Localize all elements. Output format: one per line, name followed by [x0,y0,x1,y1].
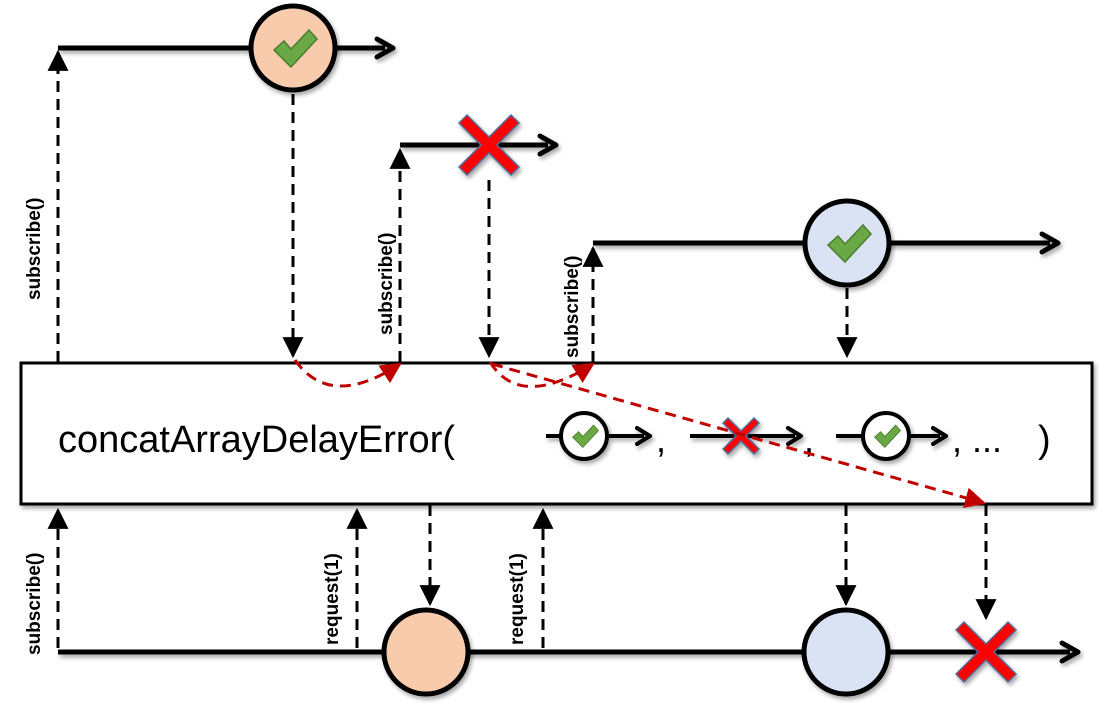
separator-1: , [656,419,666,460]
operator-box: concatArrayDelayError( , , , ... ) [19,361,1094,506]
inline-source-value-1 [546,411,652,461]
source-3-timeline [593,198,1061,288]
source-3-subscribe-label: subscribe() [562,256,583,358]
source-1-subscribe-label: subscribe() [24,198,45,300]
source-2-timeline [400,114,559,176]
source-1-value-marble [248,3,338,93]
source-1-timeline [58,3,396,93]
request-label-1: request(1) [322,553,343,645]
request-label-2: request(1) [507,553,528,645]
output-value-marble-2 [801,607,891,697]
output-subscribe-label: subscribe() [24,553,45,655]
operator-close-paren: ) [1038,419,1051,461]
deferred-error-arrow [491,362,987,508]
output-timeline [58,607,1081,697]
switch-arrow-2 [488,361,595,388]
output-value-marble-1 [381,607,471,697]
source-2-subscribe-label: subscribe() [376,233,397,335]
separator-2: , [804,419,814,460]
ellipsis: , ... [952,419,1002,460]
operator-label: concatArrayDelayError( [58,419,455,461]
source-3-value-marble [802,198,892,288]
inline-source-value-2 [836,411,948,461]
